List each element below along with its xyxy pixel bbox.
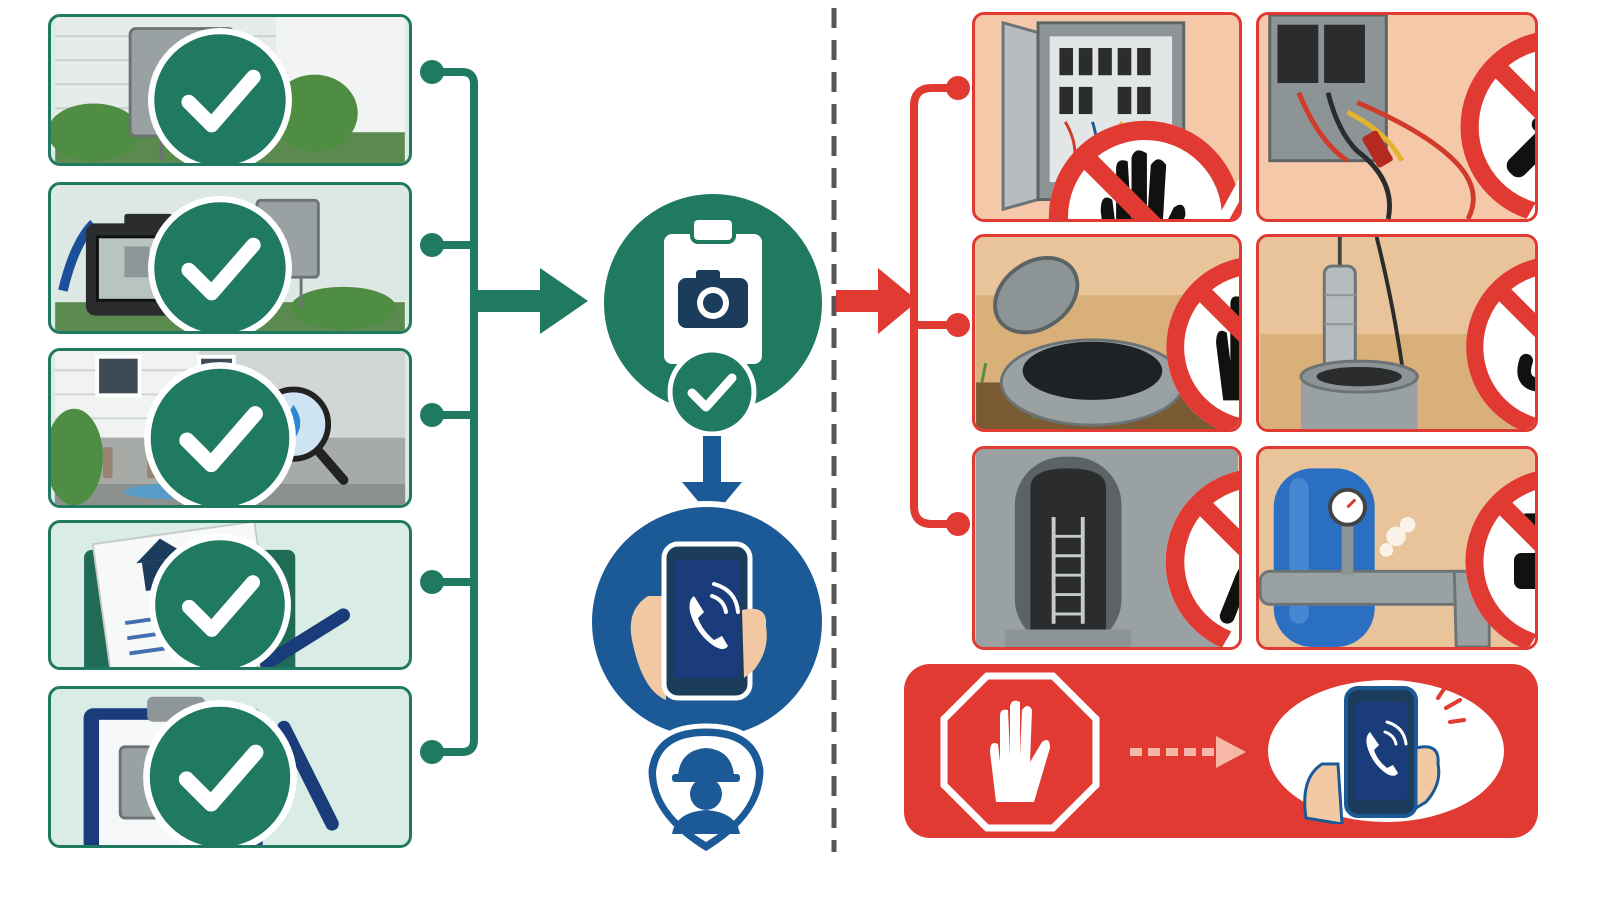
phone-call-icon <box>1268 680 1504 824</box>
dont-open-electrical-panel <box>972 12 1242 222</box>
dont-bracket <box>910 84 962 528</box>
clipboard-camera-icon <box>598 188 828 418</box>
check-icon <box>143 700 297 845</box>
hard-hat-worker-icon <box>643 723 769 857</box>
do-bracket-dots <box>420 60 444 764</box>
explosion-hazard-icon <box>1529 637 1535 647</box>
stop-hand-icon <box>940 672 1100 832</box>
do-to-hub-arrow <box>474 268 588 334</box>
do-step-check-leaks <box>48 348 412 508</box>
dont-bracket-dots <box>946 76 970 536</box>
hub-to-dont-arrow <box>836 268 918 334</box>
do-step-utility-box <box>48 14 412 166</box>
no-lifting-hook-icon <box>1466 258 1535 429</box>
check-icon <box>144 362 296 505</box>
electric-hazard-icon <box>1216 178 1239 219</box>
do-step-checklist <box>48 686 412 848</box>
cut-wires-scene <box>1260 15 1534 219</box>
dont-well-pump-hoist <box>1256 234 1538 432</box>
dont-confined-shaft <box>972 446 1242 650</box>
no-touch-hand-icon <box>1166 258 1239 429</box>
stop-to-call-arrow <box>1130 736 1246 768</box>
check-icon <box>148 196 292 331</box>
dont-pressure-tank <box>1256 446 1538 650</box>
do-step-photograph <box>48 182 412 334</box>
hub-down-arrow <box>682 436 742 518</box>
no-touch-hand-icon <box>1048 120 1239 219</box>
no-entry-person-icon <box>1165 470 1239 647</box>
no-splicing-wires-icon <box>1460 33 1535 219</box>
dont-cut-wires <box>1256 12 1538 222</box>
dont-open-septic-lid <box>972 234 1242 432</box>
check-icon <box>667 347 757 437</box>
electric-hazard-icon <box>1526 203 1535 219</box>
general-danger-icon <box>1222 618 1239 647</box>
no-valve-operation-icon <box>1465 471 1535 647</box>
stop-then-call-bar <box>904 664 1538 838</box>
confined-shaft-ladder-scene <box>975 449 1239 647</box>
do-step-insurance <box>48 520 412 670</box>
check-icon <box>148 28 292 163</box>
phone-call-icon <box>586 501 828 743</box>
check-icon <box>149 534 291 667</box>
